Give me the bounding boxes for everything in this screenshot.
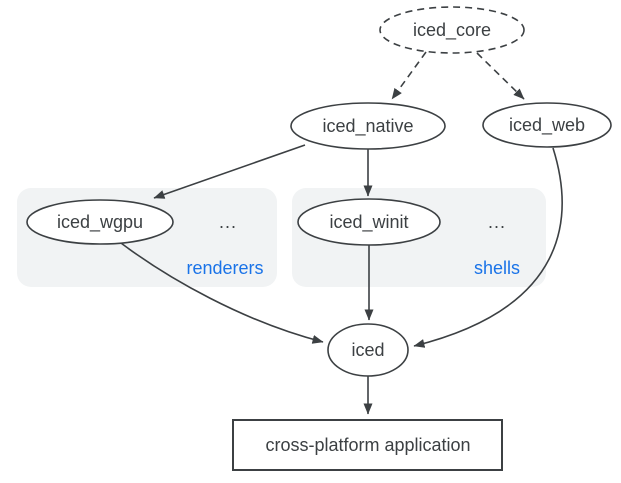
label-iced-web: iced_web	[509, 115, 585, 136]
node-cross-platform-application	[232, 419, 503, 471]
label-cross-platform-application: cross-platform application	[265, 435, 470, 455]
label-iced-winit: iced_winit	[329, 212, 408, 233]
shells-ellipsis: ...	[488, 212, 506, 232]
edge-iced-wgpu-to-iced	[116, 239, 324, 344]
edge-iced-core-to-iced-native	[391, 51, 427, 100]
renderers-ellipsis: ...	[219, 212, 237, 232]
renderers-group-label: renderers	[186, 258, 263, 278]
label-iced-core: iced_core	[413, 20, 491, 41]
node-iced-native	[290, 102, 446, 150]
node-iced-winit	[297, 198, 441, 246]
edge-iced-native-to-iced-wgpu	[153, 144, 306, 199]
edge-iced-web-to-iced	[413, 147, 563, 348]
shells-group-label: shells	[474, 258, 520, 278]
node-iced	[327, 323, 409, 377]
node-iced-web	[482, 102, 612, 148]
label-iced-wgpu: iced_wgpu	[57, 212, 143, 233]
node-iced-wgpu	[26, 199, 174, 245]
edge-iced-core-to-iced-web	[476, 52, 525, 100]
node-iced-core	[379, 6, 525, 54]
label-iced-native: iced_native	[322, 116, 413, 137]
label-iced: iced	[351, 340, 384, 360]
